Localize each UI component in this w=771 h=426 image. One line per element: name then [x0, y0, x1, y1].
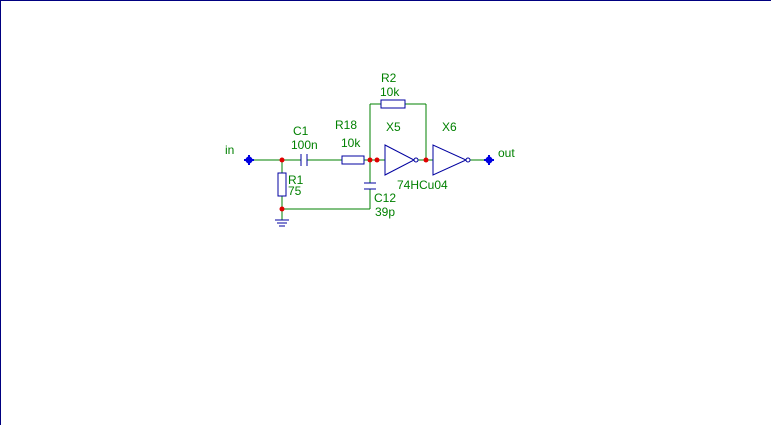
r18-value-label: 10k [341, 136, 361, 150]
r2-value-label: 10k [380, 85, 400, 99]
junction-x5-output [423, 157, 429, 163]
junction-ground-node [279, 206, 285, 212]
output-port[interactable] [484, 155, 494, 165]
junction-input-node [279, 157, 285, 163]
ground-icon [275, 219, 289, 227]
c12-ref-label: C12 [374, 191, 396, 205]
c1-value-label: 100n [291, 138, 318, 152]
junction-feedback-node [367, 157, 373, 163]
inverter-x6 [432, 144, 471, 176]
resistor-r18 [341, 155, 365, 165]
input-port[interactable] [244, 155, 254, 165]
x5-ref-label: X5 [386, 120, 401, 134]
capacitor-c12 [364, 182, 376, 190]
r1-value-label: 75 [288, 184, 302, 198]
input-port-label: in [225, 143, 234, 157]
r1-ref-label: R1 [288, 173, 304, 187]
r18-ref-label: R18 [335, 118, 357, 132]
c1-ref-label: C1 [293, 124, 309, 138]
capacitor-c1 [300, 154, 308, 166]
output-port-label: out [498, 146, 515, 160]
resistor-r2 [380, 99, 406, 109]
c12-value-label: 39p [375, 205, 395, 219]
r2-ref-label: R2 [381, 71, 397, 85]
x6-ref-label: X6 [442, 120, 457, 134]
x5-part-label: 74HCu04 [397, 178, 448, 192]
junction-x5-input [374, 157, 380, 163]
resistor-r1 [277, 172, 287, 197]
junctions [279, 157, 429, 212]
inverter-x5 [384, 144, 419, 176]
